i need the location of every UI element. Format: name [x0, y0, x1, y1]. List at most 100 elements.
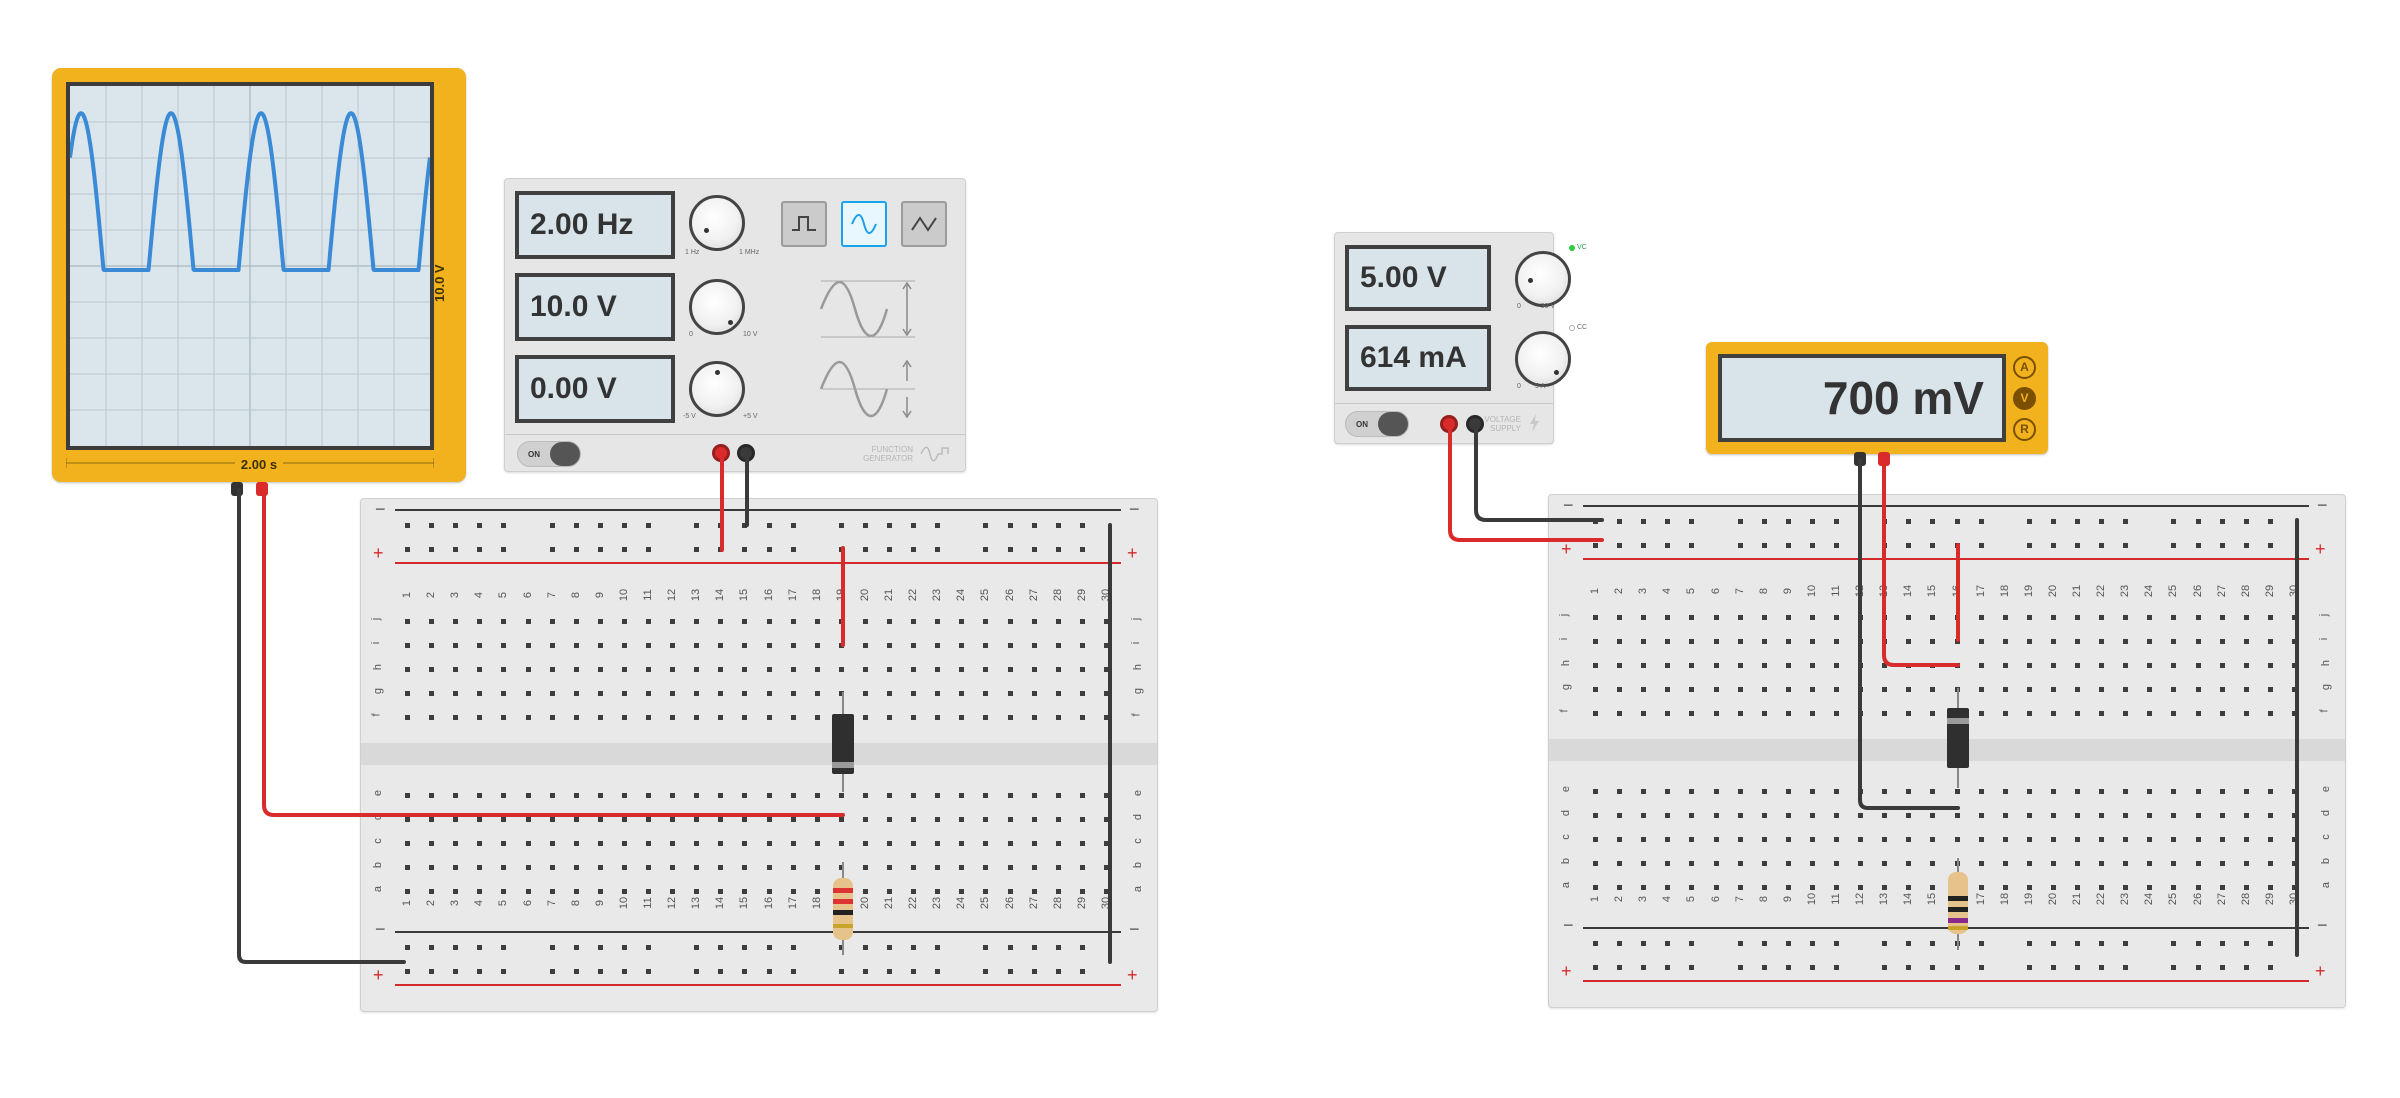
- terminal-hole[interactable]: [1882, 615, 1888, 620]
- terminal-hole[interactable]: [405, 889, 410, 894]
- terminal-hole[interactable]: [983, 793, 989, 798]
- terminal-hole[interactable]: [742, 817, 748, 822]
- terminal-hole[interactable]: [887, 667, 892, 672]
- terminal-hole[interactable]: [573, 865, 579, 870]
- terminal-hole[interactable]: [2267, 711, 2273, 716]
- terminal-hole[interactable]: [477, 715, 483, 720]
- terminal-hole[interactable]: [2243, 861, 2249, 866]
- terminal-hole[interactable]: [1978, 885, 1984, 890]
- terminal-hole[interactable]: [646, 865, 651, 870]
- meter-positive-probe[interactable]: [1878, 452, 1890, 466]
- terminal-hole[interactable]: [1689, 663, 1695, 668]
- terminal-hole[interactable]: [742, 865, 748, 870]
- rail-hole[interactable]: [1882, 519, 1888, 524]
- rail-hole[interactable]: [766, 945, 772, 950]
- terminal-hole[interactable]: [2291, 711, 2297, 716]
- terminal-hole[interactable]: [2099, 615, 2105, 620]
- rail-hole[interactable]: [2267, 543, 2273, 548]
- terminal-hole[interactable]: [2026, 885, 2032, 890]
- voltmeter-mode-button[interactable]: V: [2013, 387, 2036, 410]
- terminal-hole[interactable]: [1978, 789, 1984, 794]
- terminal-hole[interactable]: [597, 691, 603, 696]
- terminal-hole[interactable]: [887, 643, 892, 648]
- terminal-hole[interactable]: [838, 667, 844, 672]
- terminal-hole[interactable]: [1103, 715, 1109, 720]
- terminal-hole[interactable]: [1809, 687, 1815, 692]
- rail-hole[interactable]: [573, 523, 579, 528]
- terminal-hole[interactable]: [838, 841, 844, 846]
- rail-hole[interactable]: [1882, 543, 1888, 548]
- rail-hole[interactable]: [2219, 543, 2225, 548]
- rail-hole[interactable]: [694, 547, 700, 552]
- terminal-hole[interactable]: [1809, 639, 1815, 644]
- terminal-hole[interactable]: [1713, 789, 1719, 794]
- rail-hole[interactable]: [1930, 941, 1936, 946]
- terminal-hole[interactable]: [453, 793, 459, 798]
- terminal-hole[interactable]: [1906, 639, 1912, 644]
- rail-hole[interactable]: [2050, 965, 2056, 970]
- rail-hole[interactable]: [1834, 519, 1839, 524]
- terminal-hole[interactable]: [1858, 885, 1864, 890]
- rail-hole[interactable]: [621, 969, 627, 974]
- terminal-hole[interactable]: [1593, 663, 1598, 668]
- square-wave-button[interactable]: [781, 201, 827, 247]
- terminal-hole[interactable]: [1737, 837, 1743, 842]
- terminal-hole[interactable]: [1031, 793, 1037, 798]
- terminal-hole[interactable]: [694, 889, 700, 894]
- terminal-hole[interactable]: [597, 667, 603, 672]
- rail-hole[interactable]: [2195, 543, 2201, 548]
- terminal-hole[interactable]: [959, 643, 965, 648]
- terminal-hole[interactable]: [1103, 865, 1109, 870]
- terminal-hole[interactable]: [1103, 841, 1109, 846]
- terminal-hole[interactable]: [814, 643, 820, 648]
- terminal-hole[interactable]: [2171, 789, 2177, 794]
- terminal-hole[interactable]: [405, 667, 410, 672]
- terminal-hole[interactable]: [1055, 643, 1061, 648]
- rail-hole[interactable]: [1593, 965, 1598, 970]
- terminal-hole[interactable]: [1641, 789, 1647, 794]
- terminal-hole[interactable]: [2147, 837, 2153, 842]
- terminal-hole[interactable]: [887, 691, 892, 696]
- rail-hole[interactable]: [887, 945, 892, 950]
- dc-offset-knob[interactable]: [689, 361, 745, 417]
- rail-hole[interactable]: [1834, 543, 1839, 548]
- terminal-hole[interactable]: [959, 865, 965, 870]
- scope-positive-probe[interactable]: [256, 482, 268, 496]
- terminal-hole[interactable]: [1761, 639, 1767, 644]
- terminal-hole[interactable]: [2002, 837, 2008, 842]
- terminal-hole[interactable]: [1103, 793, 1109, 798]
- terminal-hole[interactable]: [1882, 663, 1888, 668]
- terminal-hole[interactable]: [1689, 711, 1695, 716]
- terminal-hole[interactable]: [549, 841, 555, 846]
- terminal-hole[interactable]: [983, 841, 989, 846]
- rail-hole[interactable]: [1689, 965, 1695, 970]
- rail-hole[interactable]: [2075, 519, 2080, 524]
- terminal-hole[interactable]: [429, 817, 435, 822]
- terminal-hole[interactable]: [525, 889, 531, 894]
- terminal-hole[interactable]: [1055, 889, 1061, 894]
- terminal-hole[interactable]: [646, 889, 651, 894]
- rail-hole[interactable]: [790, 547, 796, 552]
- terminal-hole[interactable]: [501, 793, 507, 798]
- terminal-hole[interactable]: [718, 691, 724, 696]
- terminal-hole[interactable]: [1882, 711, 1888, 716]
- terminal-hole[interactable]: [2123, 885, 2129, 890]
- amplitude-knob[interactable]: [689, 279, 745, 335]
- terminal-hole[interactable]: [1665, 687, 1671, 692]
- terminal-hole[interactable]: [766, 889, 772, 894]
- rail-hole[interactable]: [405, 547, 410, 552]
- terminal-hole[interactable]: [2219, 663, 2225, 668]
- terminal-hole[interactable]: [2147, 813, 2153, 818]
- terminal-hole[interactable]: [1031, 643, 1037, 648]
- rail-hole[interactable]: [766, 523, 772, 528]
- rail-hole[interactable]: [1930, 965, 1936, 970]
- terminal-hole[interactable]: [549, 643, 555, 648]
- terminal-hole[interactable]: [2291, 813, 2297, 818]
- terminal-hole[interactable]: [862, 667, 868, 672]
- rail-hole[interactable]: [1761, 519, 1767, 524]
- rail-hole[interactable]: [862, 547, 868, 552]
- terminal-hole[interactable]: [1882, 861, 1888, 866]
- terminal-hole[interactable]: [959, 691, 965, 696]
- terminal-hole[interactable]: [525, 691, 531, 696]
- fg-negative-terminal[interactable]: [737, 444, 755, 462]
